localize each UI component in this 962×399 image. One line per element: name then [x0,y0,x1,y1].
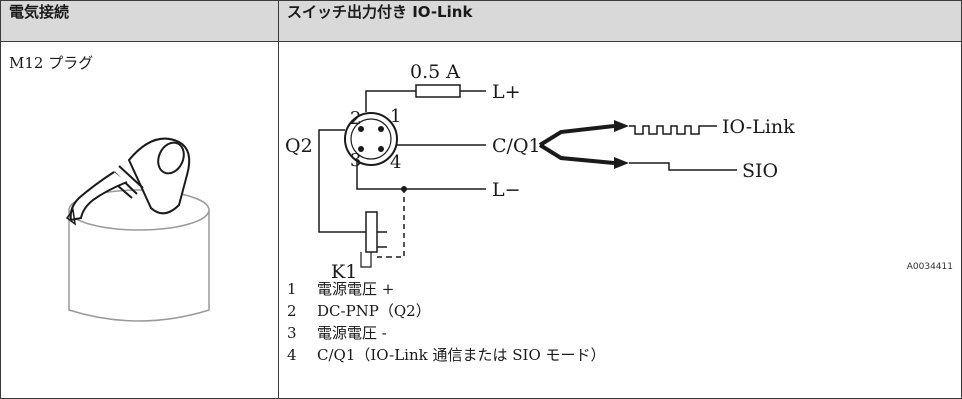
pin-2-label: 2 [350,108,361,129]
legend-item: 2 DC-PNP（Q2） [287,300,606,322]
legend-item: 4 C/Q1（IO-Link 通信または SIO モード） [287,344,606,366]
plug-label: M12 プラグ [9,54,94,72]
header-io-link-switch-output: スイッチ出力付き IO-Link [278,0,962,42]
q2-label: Q2 [285,135,313,157]
figure-reference-id: A0034411 [906,262,953,272]
cq1-label: C/Q1 [492,135,541,157]
header-electrical-connection: 電気接続 [0,0,279,42]
l-plus-label: L+ [492,81,521,103]
wiring-diagram: 0.5 A L+ 2 1 3 4 Q2 [285,61,795,283]
legend-number: 3 [287,324,297,342]
pin-1-label: 1 [390,106,401,127]
pin-3-label: 3 [350,150,361,171]
fuse-symbol [415,84,461,98]
io-link-label: IO-Link [722,116,795,138]
io-link-arrow [614,120,629,132]
pin-4-label: 4 [390,152,401,173]
sio-arrow [614,157,629,169]
plug-cell: M12 プラグ [1,42,278,398]
l-minus-label: L− [492,179,521,201]
k1-label: K1 [331,261,357,283]
legend-number: 1 [287,280,297,298]
m12-plug-illustration [65,137,210,322]
legend-item: 1 電源電圧 + [287,278,606,300]
pin-legend: 1 電源電圧 + 2 DC-PNP（Q2） 3 電源電圧 - 4 C/Q1（IO… [287,278,606,366]
legend-text: C/Q1（IO-Link 通信または SIO モード） [317,346,606,364]
sio-label: SIO [742,160,778,182]
fuse-label: 0.5 A [410,61,460,83]
legend-text: 電源電圧 + [317,280,395,298]
legend-text: DC-PNP（Q2） [317,302,431,320]
circuit-cell: 0.5 A L+ 2 1 3 4 Q2 [279,42,961,398]
relay-coil-k1 [365,211,378,253]
legend-text: 電源電圧 - [317,324,387,342]
legend-number: 4 [287,346,297,364]
legend-item: 3 電源電圧 - [287,322,606,344]
legend-number: 2 [287,302,297,320]
